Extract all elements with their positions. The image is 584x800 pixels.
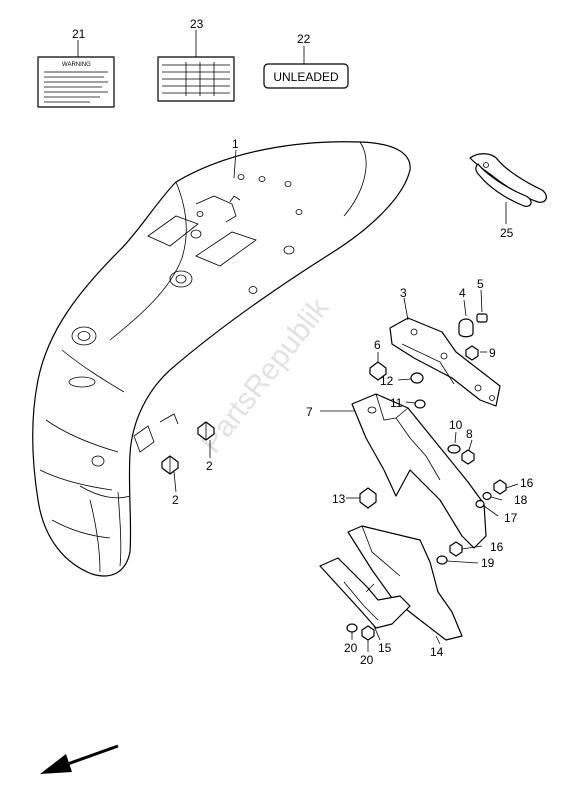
callout-20-right: 20 [360,653,374,667]
bolt-2-lower[interactable] [161,455,179,475]
callout-11: 11 [390,396,403,410]
callout-2-lower: 2 [172,493,179,507]
collar[interactable] [458,318,474,338]
callout-25: 25 [500,226,514,240]
info-table-decal[interactable] [157,56,235,102]
callout-19: 19 [481,556,495,570]
callout-13: 13 [332,492,346,506]
callouts: 21 23 22 1 25 2 2 3 4 5 6 9 12 11 7 10 8… [72,17,534,667]
nut-17[interactable] [475,499,485,509]
unleaded-decal[interactable]: UNLEADED [263,63,349,89]
license-bracket[interactable] [389,317,501,407]
callout-16-upper: 16 [520,476,534,490]
screw-9[interactable] [465,345,479,361]
washer-11[interactable] [414,399,426,409]
callout-8: 8 [466,427,473,441]
washer-19[interactable] [436,555,448,565]
washer-10[interactable] [447,444,461,454]
mud-flap[interactable] [347,525,463,641]
callout-17: 17 [504,511,518,525]
mud-flap-bracket[interactable] [319,557,411,629]
rear-fender[interactable] [32,141,411,577]
callout-21: 21 [72,27,86,41]
callout-14: 14 [430,645,444,659]
callout-16-lower: 16 [490,540,504,554]
callout-5: 5 [477,277,484,291]
bolt-16-upper[interactable] [493,479,507,495]
callout-18: 18 [514,493,528,507]
callout-23: 23 [190,17,204,31]
warning-label-decal[interactable]: WARNING [37,56,115,108]
callout-7: 7 [306,405,313,419]
leader-lines [77,30,519,652]
warning-label-text: WARNING [62,62,91,68]
callout-9: 9 [489,346,496,360]
bolt-2-upper[interactable] [197,421,215,441]
callout-2-upper: 2 [206,459,213,473]
callout-6: 6 [374,338,381,352]
nut-20-left[interactable] [346,623,358,633]
nut-20-right[interactable] [361,625,375,641]
nut-13[interactable] [359,487,377,509]
callout-1: 1 [232,137,239,151]
callout-20-left: 20 [344,641,358,655]
unleaded-decal-text: UNLEADED [273,70,339,84]
cushion[interactable] [476,313,488,323]
callout-15: 15 [378,641,392,655]
callout-4: 4 [459,286,466,300]
pliers-tool[interactable] [469,153,547,207]
washer-18[interactable] [482,491,492,501]
bolt-16-lower[interactable] [449,541,463,557]
nut-12[interactable] [410,372,424,384]
front-direction-arrow-icon [40,744,119,774]
callout-3: 3 [400,286,407,300]
callout-12: 12 [380,374,394,388]
mud-flap-holder[interactable] [351,393,487,549]
callout-22: 22 [297,32,311,46]
callout-10: 10 [449,418,463,432]
bolt-8[interactable] [461,449,475,465]
